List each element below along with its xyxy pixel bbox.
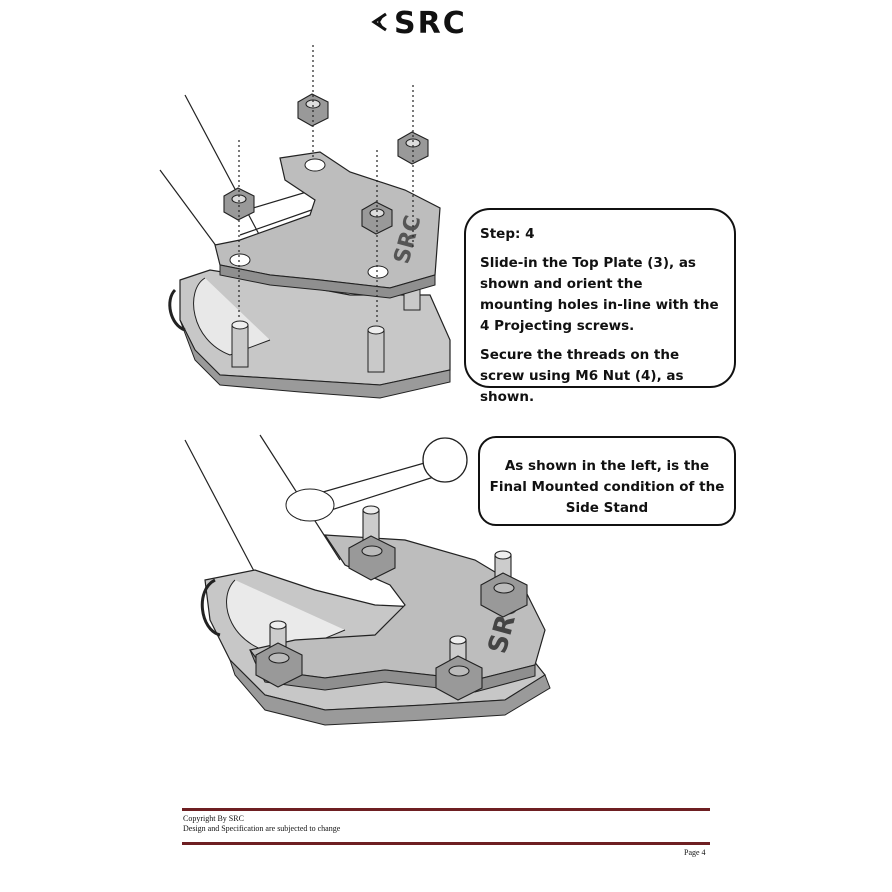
final-condition-text: As shown in the left, is the Final Mount… <box>489 458 725 516</box>
mounted-assembly-illustration: SRC <box>175 430 565 750</box>
footer-rule-bottom <box>182 842 710 845</box>
step-title: Step: 4 <box>480 226 535 242</box>
step-paragraph-2: Secure the threads on the screw using M6… <box>480 347 684 405</box>
final-condition-box: As shown in the left, is the Final Mount… <box>478 436 736 526</box>
page-number: Page 4 <box>684 848 706 857</box>
step-paragraph-1: Slide-in the Top Plate (3), as shown and… <box>480 255 719 334</box>
step-instruction-box: Step: 4 Slide-in the Top Plate (3), as s… <box>464 208 736 405</box>
src-logo-mark: SRC <box>371 6 467 41</box>
footer-rule-top <box>182 808 710 811</box>
svg-text:SRC: SRC <box>394 6 467 38</box>
src-logo: SRC <box>370 6 510 41</box>
exploded-assembly-illustration: SRC <box>150 40 470 410</box>
disclaimer-text: Design and Specification are subjected t… <box>183 824 341 833</box>
copyright-text: Copyright By SRC <box>183 814 244 823</box>
